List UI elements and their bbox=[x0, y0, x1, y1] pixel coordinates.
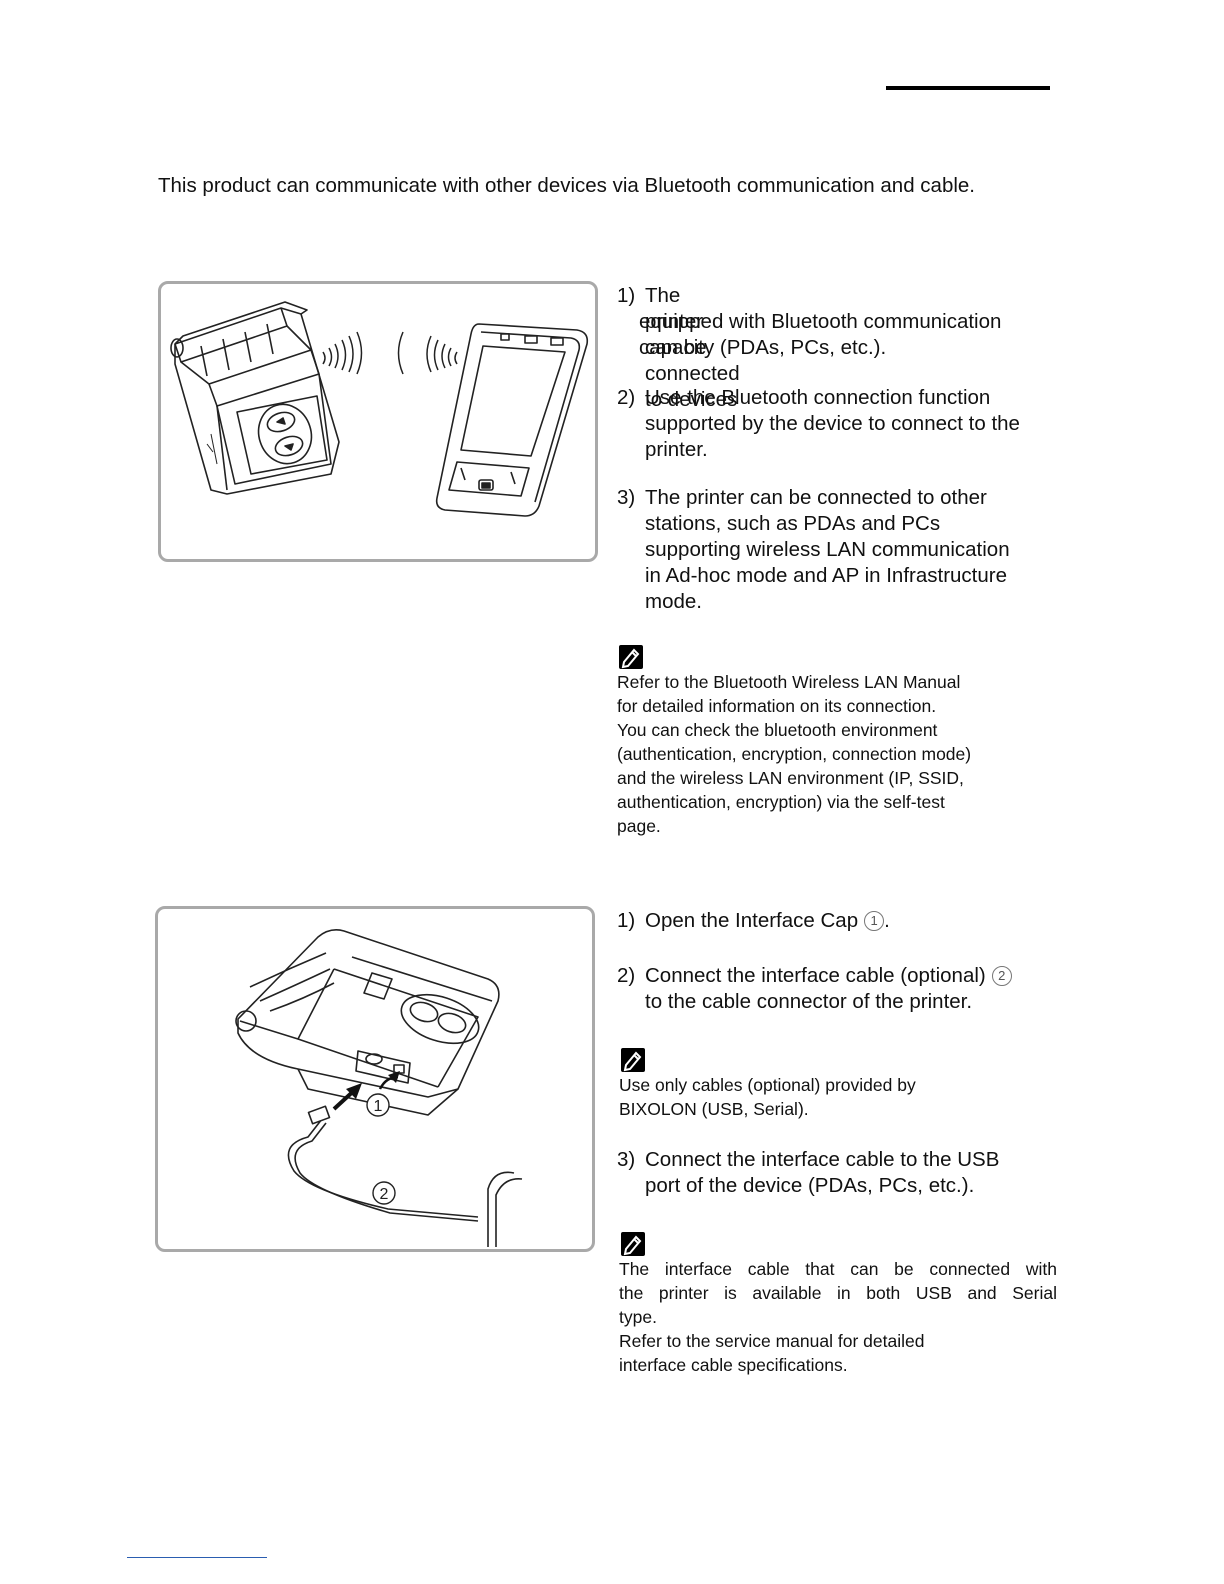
callout-2 bbox=[372, 1181, 396, 1205]
step-line: capacity (PDAs, PCs, etc.). bbox=[639, 336, 887, 359]
cable-note-2: The interface cable that can be connecte… bbox=[619, 1259, 1057, 1375]
arrow-icon bbox=[332, 1071, 400, 1111]
signal-waves-icon bbox=[322, 331, 458, 375]
step-line: to the cable connector of the printer. bbox=[645, 990, 973, 1013]
pda-illustration bbox=[435, 323, 589, 517]
printer-illustration: 1 2 bbox=[235, 929, 523, 1247]
cable-figure: 1 2 bbox=[155, 906, 595, 1252]
footer-rule bbox=[127, 1557, 267, 1558]
bluetooth-figure bbox=[158, 281, 598, 562]
callout-2-label: 2 bbox=[380, 1186, 389, 1203]
step-line: printer. bbox=[645, 438, 708, 461]
bluetooth-note: Refer to the Bluetooth Wireless LAN Manu… bbox=[617, 672, 972, 836]
step-line: supported by the device to connect to th… bbox=[645, 412, 1020, 435]
callout-1-label: 1 bbox=[374, 1098, 383, 1115]
callout-2-inline: 2 bbox=[991, 966, 1012, 986]
callout-1-inline: 1 bbox=[864, 911, 885, 931]
intro-text: This product can communicate with other … bbox=[158, 174, 976, 197]
printer-illustration bbox=[170, 301, 589, 517]
note-pencil-icon bbox=[619, 645, 643, 669]
step-line: equipped with Bluetooth communication bbox=[639, 310, 1002, 333]
step-line: Connect the interface cable to the USB bbox=[645, 1148, 1000, 1171]
step-line: stations, such as PDAs and PCs bbox=[645, 512, 941, 535]
step-line: Use the Bluetooth connection function bbox=[645, 386, 991, 409]
note-pencil-icon bbox=[621, 1232, 645, 1256]
callout-1 bbox=[366, 1093, 390, 1117]
note-pencil-icon bbox=[621, 1048, 645, 1072]
step-line: The printer can be connected to other bbox=[645, 486, 987, 509]
step-line: in Ad-hoc mode and AP in Infrastructure bbox=[645, 564, 1008, 587]
step-line: port of the device (PDAs, PCs, etc.). bbox=[645, 1174, 975, 1197]
step-line: The printer can be connected to devices bbox=[645, 284, 740, 411]
step-line: Open the Interface Cap bbox=[645, 909, 859, 932]
step-line: Connect the interface cable (optional) bbox=[645, 964, 986, 987]
header-rule bbox=[886, 86, 1050, 90]
cable-note-1: Use only cables (optional) provided by B… bbox=[619, 1075, 916, 1119]
step-line: supporting wireless LAN communication bbox=[645, 538, 1010, 561]
step-line: mode. bbox=[645, 590, 702, 613]
